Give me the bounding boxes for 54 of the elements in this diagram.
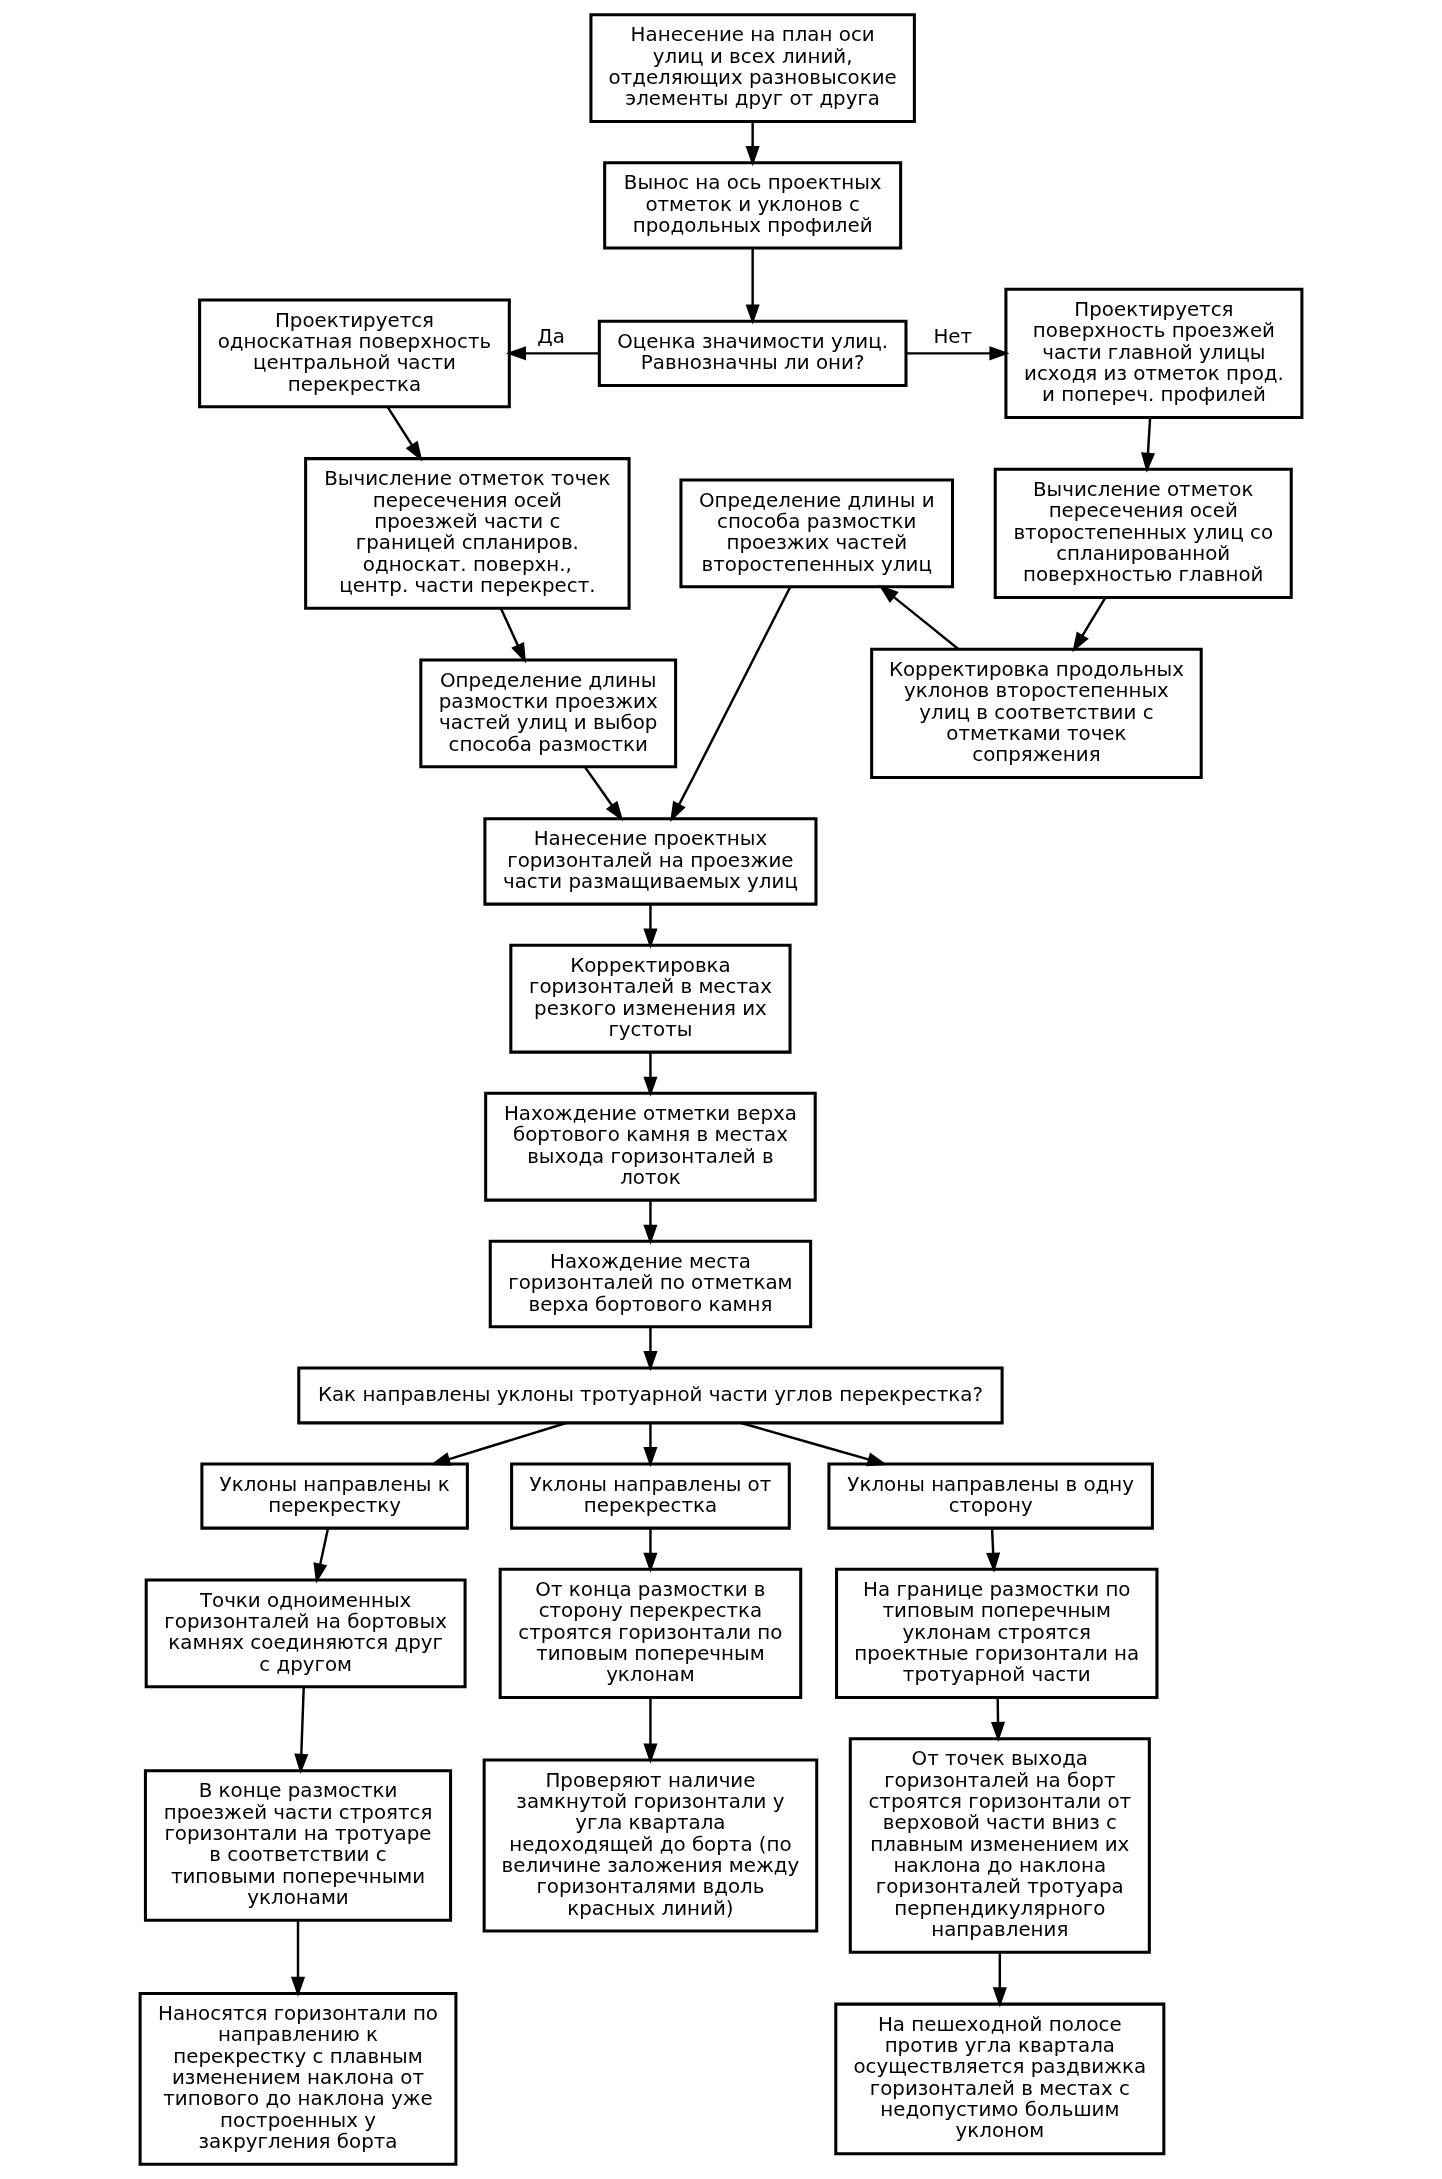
node-box: На границе размостки по типовым поперечным уклонам строятся проектные горизонтали на тротуарной части <box>835 1567 1159 1699</box>
arrow <box>990 1697 1006 1742</box>
node-box: От конца размостки в сторону перекрестка строятся горизонтали по типовым поперечным уклонам <box>498 1567 803 1699</box>
node-box: На пешеходной полосе против угла квартала осуществляется раздвижка горизонталей в местах с недопустимо большим уклоном <box>834 2002 1166 2156</box>
arrow <box>745 121 760 167</box>
node-box: Уклоны направлены от перекрестка <box>510 1462 791 1530</box>
node-box: Проектируется односкатная поверхность центральной части перекрестка <box>198 298 511 409</box>
arrow <box>583 766 624 822</box>
arrow <box>1140 417 1156 473</box>
node-box: Нахождение отметки верха бортового камня в местах выхода горизонталей в лоток <box>484 1091 817 1202</box>
arrow <box>313 1528 330 1584</box>
arrow <box>643 1327 658 1372</box>
arrow <box>643 1200 658 1245</box>
node-box: Нахождение места горизонталей по отметкам верха бортового камня <box>488 1239 813 1329</box>
arrow <box>745 248 760 325</box>
arrow <box>643 1423 658 1468</box>
arrow <box>643 1697 658 1764</box>
node-box: Вычисление отметок точек пересечения осей проезжей части с границей спланиров. односкат. поверхн., центр. части перекрест. <box>304 457 631 610</box>
arrow <box>643 904 658 949</box>
node-box: Корректировка горизонталей в местах резкого изменения их густоты <box>509 943 792 1054</box>
arrow <box>992 1952 1007 2008</box>
node-box: Нанесение на план оси улиц и всех линий, отделяющих разновысокие элементы друг от друга <box>589 13 916 123</box>
arrow <box>670 586 792 822</box>
edge-label: Нет <box>933 325 973 349</box>
node-box: Наносятся горизонтали по направлению к перекрестку с плавным изменением наклона от типового до наклона уже построенных у закругления борта <box>138 1991 458 2166</box>
node-box: Проектируется поверхность проезжей части главной улицы исходя из отметок прод. и попереч. профилей <box>1004 287 1304 419</box>
node-box: Точки одноименных горизонталей на бортовых камнях соединяются друг с другом <box>144 1578 467 1689</box>
node-box: Уклоны направлены к перекрестку <box>200 1462 469 1530</box>
arrow <box>1072 597 1107 653</box>
arrow <box>643 1528 658 1573</box>
node-box: Определение длины размостки проезжих частей улиц и выбор способа размостки <box>419 658 678 769</box>
edge-label: Да <box>537 325 565 349</box>
node-box: Корректировка продольных уклонов второстепенных улиц в соответствии с отметками точек сопряжения <box>870 647 1203 780</box>
arrow <box>430 1421 567 1466</box>
arrow <box>386 406 423 462</box>
node-box: Как направлены уклоны тротуарной части углов перекрестка? <box>297 1366 1004 1425</box>
node-box: От точек выхода горизонталей на борт строятся горизонтали от верховой части вниз с плавным изменением их наклона до наклона горизонталей тротуара перпендикулярного направления <box>848 1737 1151 1954</box>
node-box: Определение длины и способа размостки проезжих частей второстепенных улиц <box>679 478 955 589</box>
arrow <box>294 1687 309 1775</box>
arrow <box>290 1920 306 1997</box>
node-box: Проверяют наличие замкнутой горизонтали у угла квартала недоходящей до борта (по величине заложения между горизонталями вдоль красных линий) <box>482 1758 819 1933</box>
arrow <box>499 607 526 664</box>
arrow <box>986 1528 1001 1573</box>
node-box: Нанесение проектных горизонталей на проезжие части размащиваемых улиц <box>483 817 818 906</box>
arrow <box>643 1052 658 1097</box>
arrow <box>906 346 1010 361</box>
node-box: Оценка значимости улиц. Равнозначны ли они? <box>597 319 908 387</box>
arrow <box>740 1421 888 1467</box>
node-box: В конце размостки проезжей части строятся горизонтали на тротуаре в соответствии с типовыми поперечными уклонами <box>143 1769 453 1922</box>
node-box: Вынос на ось проектных отметок и уклонов с продольных профилей <box>603 161 903 250</box>
arrow <box>505 346 600 361</box>
node-box: Вычисление отметок пересечения осей второстепенных улиц со спланированной поверхностью главной <box>993 467 1293 599</box>
node-box: Уклоны направлены в одну сторону <box>827 1462 1154 1530</box>
arrow <box>878 584 960 651</box>
